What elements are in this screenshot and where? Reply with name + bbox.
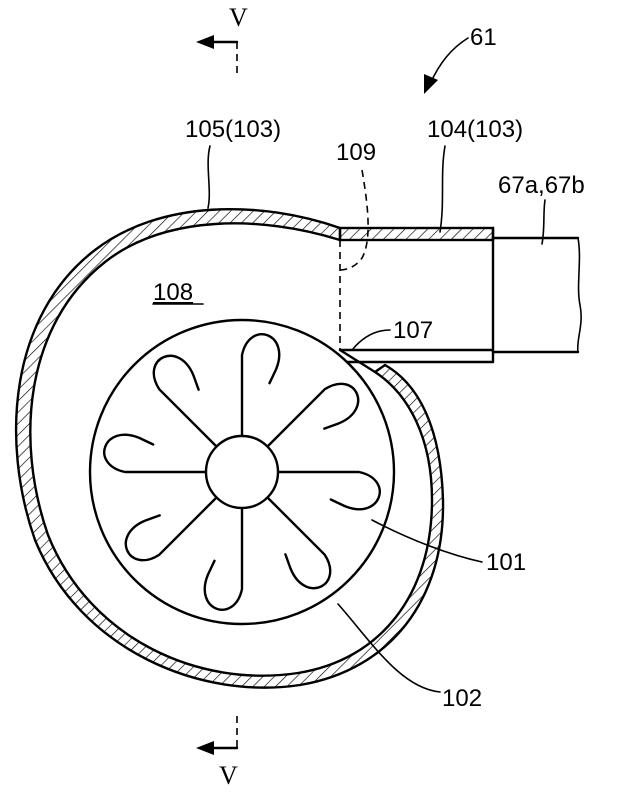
label-tongue: 107: [393, 317, 433, 344]
section-label-bottom: V: [219, 761, 238, 790]
fan-blade: [103, 433, 208, 474]
arrow-left-icon: [196, 35, 214, 49]
duct-top-wall: [338, 226, 495, 242]
fan-blade: [124, 496, 218, 562]
dashed-region-109: [339, 169, 369, 350]
scroll-casing: [14, 207, 445, 689]
label-scroll-casing: 105(103): [185, 116, 281, 143]
label-scroll-chamber: 108: [153, 279, 193, 306]
ref-61-label: 61: [470, 24, 497, 51]
outlet-duct: [338, 226, 495, 374]
fan: [88, 318, 396, 626]
ref-61: 61: [424, 24, 497, 94]
fan-blade: [203, 506, 244, 611]
fan-blade: [266, 382, 360, 448]
fan-blade: [152, 354, 218, 448]
section-marker-top: V: [196, 3, 248, 78]
fan-blade: [276, 470, 381, 511]
connected-pipe: [491, 236, 582, 354]
section-label-top: V: [229, 3, 248, 32]
label-outlet-duct: 104(103): [427, 116, 523, 143]
label-connected-pipe: 67a,67b: [498, 172, 585, 199]
fan-blade: [266, 496, 332, 590]
section-marker-bottom: V: [196, 716, 239, 790]
fan-blade: [240, 333, 281, 438]
casing-wall: [14, 207, 445, 689]
label-dashed-region: 109: [336, 139, 376, 166]
labels: 105(103) 104(103) 109 67a,67b 108 107 10…: [152, 116, 585, 712]
arrow-icon: [424, 74, 438, 94]
label-fan-rim: 102: [442, 685, 482, 712]
fan-blades: [103, 333, 381, 611]
label-fan: 101: [486, 549, 526, 576]
fan-hub: [204, 434, 280, 510]
arrow-left-icon: [196, 741, 214, 755]
